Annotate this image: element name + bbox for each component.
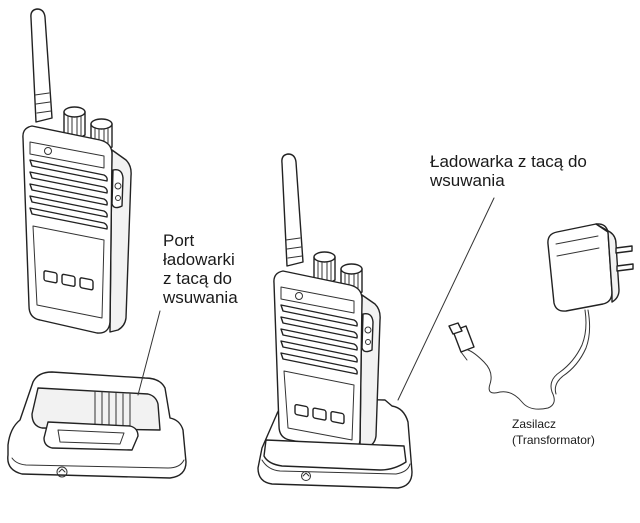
- port-label-line-4: wsuwania: [163, 288, 238, 308]
- port-label-line-2: ładowarki: [163, 250, 235, 270]
- charger-label-line-2: wsuwania: [430, 171, 505, 191]
- two-way-radio-icon: [22, 8, 132, 334]
- adapter-label-line-2: (Transformator): [512, 432, 595, 447]
- charger-leader-line: [397, 197, 495, 401]
- adapter-label: Zasilacz (Transformator): [512, 417, 595, 448]
- port-label: Port ładowarki z tacą do wsuwania: [163, 231, 238, 307]
- charging-tray-icon: [7, 371, 187, 479]
- radio-in-charger-icon: [257, 153, 413, 489]
- charger-label-line-1: Ładowarka z tacą do: [430, 152, 587, 171]
- port-label-line-3: z tacą do: [163, 269, 232, 289]
- adapter-label-line-1: Zasilacz: [512, 417, 557, 431]
- port-label-line-1: Port: [163, 231, 195, 250]
- charger-label: Ładowarka z tacą do wsuwania: [430, 152, 587, 190]
- power-adapter-icon: [448, 223, 634, 410]
- port-leader-line: [137, 310, 161, 396]
